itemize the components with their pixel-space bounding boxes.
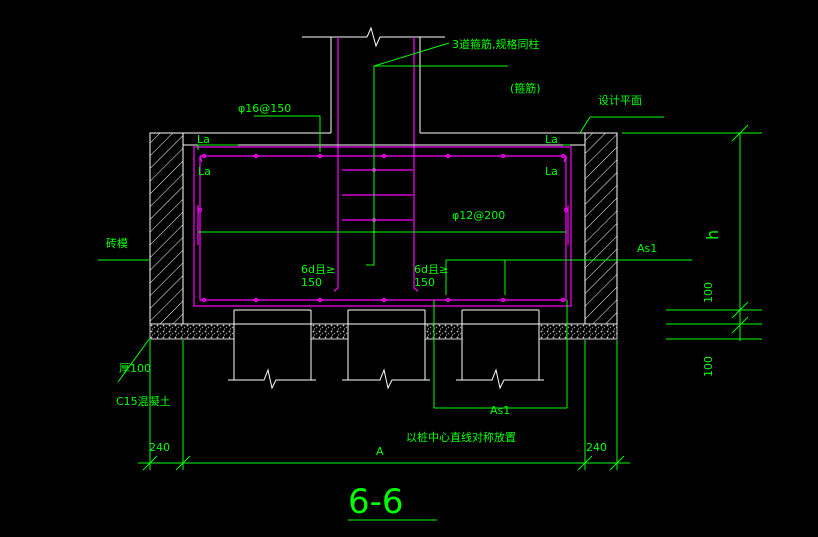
rebar-point-side-right [563,207,569,213]
dim-100-upper: 100 [702,282,715,303]
rebar-point-top-4 [445,153,451,159]
pile-cap [183,144,585,325]
rebar-point-top-2 [317,153,323,159]
pile-note-label: 以桩中心直线对称放置 [406,430,516,444]
anchor-right-line1: 6d且≥ [414,263,448,276]
dim-240-right: 240 [586,441,607,454]
dim-h: h [703,230,722,240]
rebar-point-top-3 [381,153,387,159]
rebar-point-bottom-6 [560,297,566,303]
side-rebar-label: φ12@200 [452,209,505,222]
rebar-point-bottom-2 [317,297,323,303]
la-tr-top: La [545,133,558,146]
design-ground-label: 设计平面 [598,94,642,107]
rebar-point-side-left [197,207,203,213]
rebar-point-top-6 [560,153,566,159]
brick-mold-label: 砖模 [106,236,128,250]
stirrup-label: (箍筋) [510,81,541,95]
anchor-left-line1: 6d且≥ [301,263,335,276]
blinding-concrete [149,323,618,340]
rebar-point-bottom-1 [253,297,259,303]
piles [228,309,544,390]
dim-a: A [376,445,384,458]
la-tr-side: La [545,165,558,178]
as1-right-label: As1 [637,242,657,255]
rebar-point-bottom-3 [381,297,387,303]
column-rebar [333,37,419,292]
brick-wall [149,132,618,325]
rebar-point-top-0 [201,153,207,159]
as1-bottom-label: As1 [490,404,510,417]
dim-100-lower: 100 [702,356,715,377]
rebar-point-bottom-5 [500,297,506,303]
thickness-line2: C15混凝土 [116,394,171,408]
la-tl-top: La [197,133,210,146]
cap-rebar [193,146,572,307]
top-rebar-label: φ16@150 [238,102,291,115]
rebar-point-top-1 [253,153,259,159]
anchor-left-line2: 150 [301,276,322,289]
anchor-right-line2: 150 [414,276,435,289]
section-title: 6-6 [348,482,404,522]
thickness-line1: 厚100 [119,362,151,375]
dim-240-left: 240 [149,441,170,454]
rebar-point-top-5 [500,153,506,159]
rebar-point-bottom-4 [445,297,451,303]
labels: 3道箍筋,规格同柱 (箍筋) φ16@150 设计平面 La La La La … [106,37,722,522]
la-tl-side: La [198,165,211,178]
rebar-point-bottom-0 [201,297,207,303]
dimension-lines [98,42,762,521]
stirrups-note: 3道箍筋,规格同柱 [452,37,540,51]
